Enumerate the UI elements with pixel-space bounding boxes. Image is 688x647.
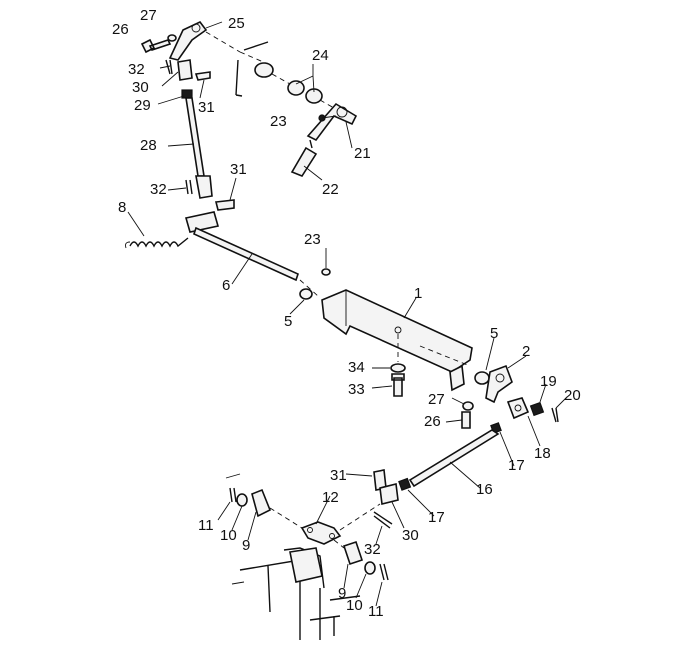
callout-27-top: 27 [140, 7, 157, 24]
part-18-clevis [506, 397, 530, 420]
callout-9-left: 9 [242, 537, 250, 554]
callout-29: 29 [134, 97, 151, 114]
callout-31-top: 31 [198, 99, 215, 116]
callout-1: 1 [414, 285, 422, 302]
callout-6: 6 [222, 277, 230, 294]
part-16-rod [408, 429, 500, 488]
callout-23-mid: 23 [304, 231, 321, 248]
callout-17-right: 17 [508, 457, 525, 474]
part-32-cotter-low [373, 511, 393, 529]
part-31-pin-top [194, 71, 211, 81]
part-24-bushing-b [287, 80, 305, 96]
callout-11-left: 11 [198, 517, 214, 534]
callout-2: 2 [522, 343, 530, 360]
part-25-lever [168, 20, 208, 61]
callout-5-left: 5 [284, 313, 292, 330]
callout-10-right: 10 [346, 597, 363, 614]
part-26-bolt-mid [461, 411, 471, 429]
part-33-bolt [391, 373, 405, 397]
callout-12: 12 [322, 489, 339, 506]
callout-22: 22 [322, 181, 339, 198]
part-5-bushing-right [474, 371, 490, 385]
part-27-washer-mid [462, 401, 474, 411]
callout-18: 18 [534, 445, 551, 462]
part-19-nut [529, 401, 545, 417]
callout-8: 8 [118, 199, 126, 216]
callout-16: 16 [476, 481, 493, 498]
callout-30-low: 30 [402, 527, 419, 544]
callout-21: 21 [354, 145, 371, 162]
upper-lever-assembly [168, 20, 358, 177]
callout-31-low: 31 [330, 467, 347, 484]
leader-lines [127, 21, 567, 607]
part-11-cotter-left [229, 487, 237, 503]
part-24-bushing-a [254, 62, 274, 78]
part-32-cotter-mid [185, 179, 193, 195]
callout-labels: 27 26 25 24 32 30 29 31 23 21 28 31 32 2… [112, 7, 581, 620]
part-10-washer-left [236, 493, 248, 507]
part-30-clevis-top [177, 59, 193, 81]
callout-31-mid: 31 [230, 161, 247, 178]
part-11-cotter-right [379, 563, 389, 581]
callout-30-top: 30 [132, 79, 149, 96]
part-17-nut-left [398, 477, 412, 491]
shaft-bracket [235, 41, 269, 97]
callout-5-right: 5 [490, 325, 498, 342]
callout-9-right: 9 [338, 585, 346, 602]
part-6-shaft [193, 226, 299, 282]
callout-24: 24 [312, 47, 329, 64]
callout-25: 25 [228, 15, 245, 32]
lower-assembly [225, 469, 399, 640]
part-9-clevis-right [342, 540, 364, 566]
callout-28: 28 [140, 137, 157, 154]
callout-26-top: 26 [112, 21, 129, 38]
right-linkage [398, 397, 559, 491]
part-9-clevis-left [251, 488, 272, 518]
callout-23-top: 23 [270, 113, 287, 130]
left-rod-assembly [140, 34, 235, 211]
part-5-bushing-left [299, 288, 313, 300]
housing-lug [289, 547, 323, 583]
part-2-lever [485, 364, 513, 404]
main-plate-assembly [321, 289, 513, 429]
part-10-washer-right [364, 561, 376, 575]
part-27-washer-top [167, 34, 177, 42]
callout-19: 19 [540, 373, 557, 390]
part-20-cotter [551, 407, 559, 423]
callout-26-mid: 26 [424, 413, 441, 430]
callout-11-right: 11 [368, 603, 384, 620]
part-31-pin-mid [215, 199, 235, 211]
part-23-pin-mid [321, 268, 331, 276]
callout-10-left: 10 [220, 527, 237, 544]
callout-32-top: 32 [128, 61, 145, 78]
part-26-bolt-top [140, 38, 172, 54]
part-30-clevis-low [379, 483, 399, 505]
callout-17-left: 17 [428, 509, 445, 526]
spring-and-shaft [125, 211, 331, 300]
part-32-cotter-top [165, 59, 173, 75]
part-22-knob [290, 146, 318, 177]
callout-27-mid: 27 [428, 391, 445, 408]
part-1-plate [321, 289, 473, 373]
part-8-spring [129, 237, 189, 248]
callout-32-low: 32 [364, 541, 381, 558]
callout-33: 33 [348, 381, 365, 398]
part-29-nut [181, 89, 193, 99]
callout-20: 20 [564, 387, 581, 404]
part-34-washer [390, 363, 406, 373]
shaft-bracket-left [184, 211, 220, 233]
callout-32-mid: 32 [150, 181, 167, 198]
callout-34: 34 [348, 359, 365, 376]
